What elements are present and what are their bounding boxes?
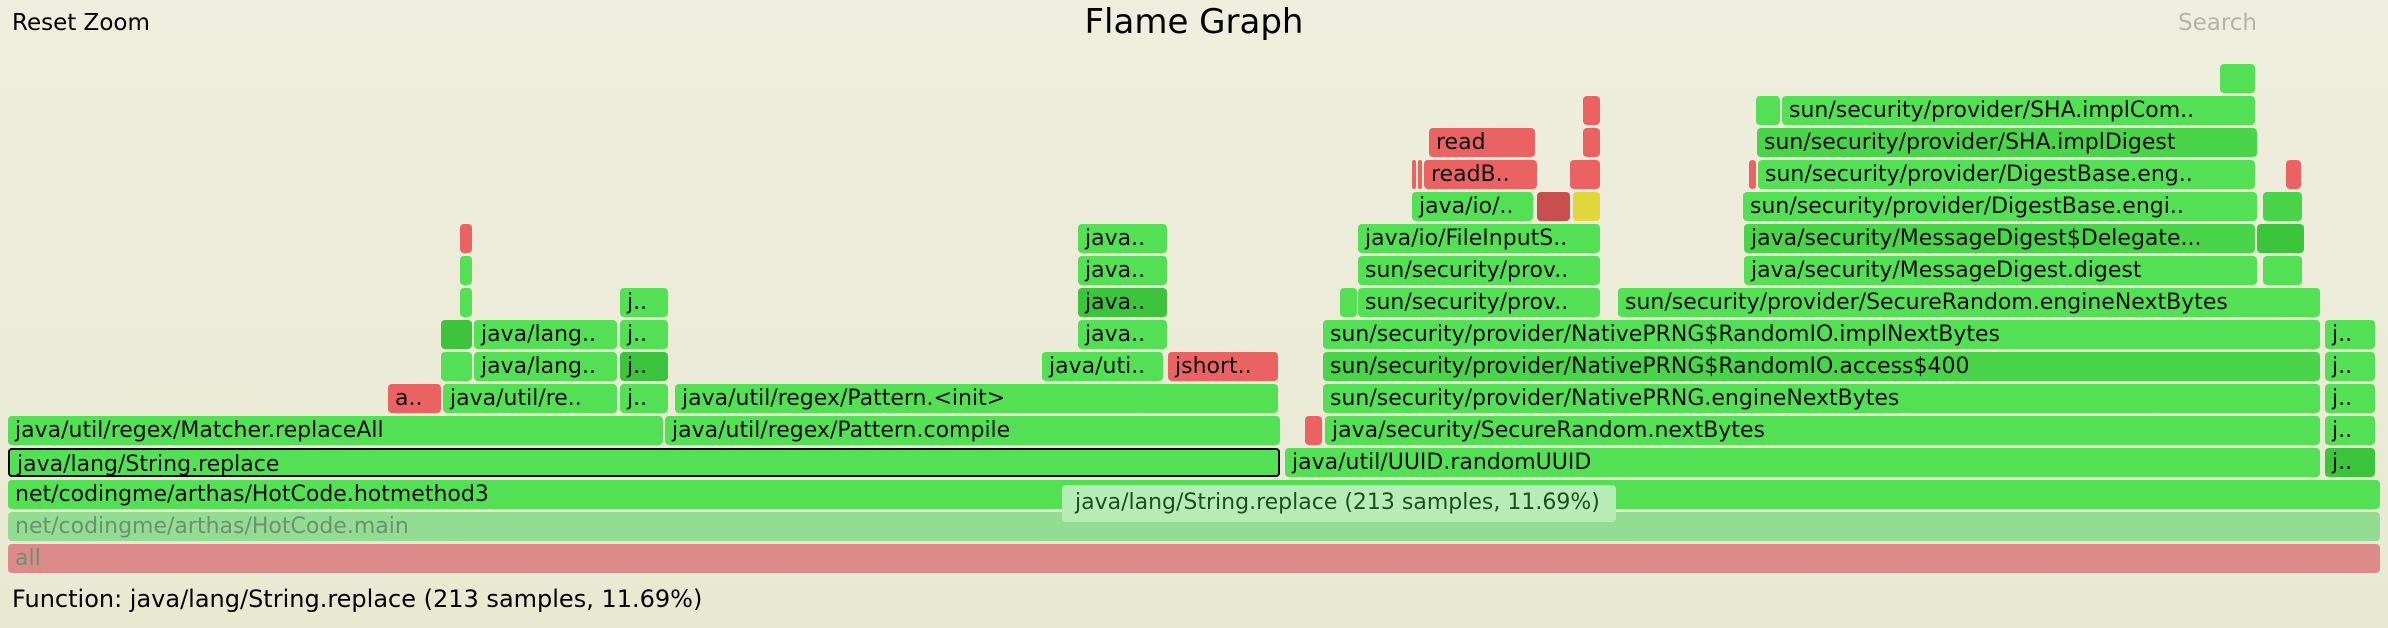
frame-bar[interactable]: [2220, 64, 2255, 93]
frame-bar[interactable]: java/util/UUID.randomUUID: [1285, 448, 2320, 477]
frame-bar[interactable]: [460, 288, 472, 317]
frame-bar[interactable]: [1418, 160, 1422, 189]
frame-bar[interactable]: [1305, 416, 1322, 445]
frame-bar[interactable]: j..: [620, 384, 668, 413]
frame-bar[interactable]: readB..: [1424, 160, 1537, 189]
frame-bar[interactable]: java..: [1078, 320, 1167, 349]
frame-bar[interactable]: java/lang..: [474, 352, 617, 381]
frame-bar[interactable]: j..: [2325, 416, 2375, 445]
frame-bar[interactable]: java/util/regex/Pattern.<init>: [675, 384, 1278, 413]
frame-bar[interactable]: [460, 224, 472, 253]
frame-bar[interactable]: sun/security/provider/NativePRNG$RandomI…: [1323, 320, 2320, 349]
frame-bar[interactable]: [1583, 96, 1600, 125]
frame-bar[interactable]: j..: [2325, 352, 2375, 381]
reset-zoom-button[interactable]: Reset Zoom: [12, 10, 150, 36]
frame-bar[interactable]: j..: [620, 288, 668, 317]
frame-bar[interactable]: all: [8, 544, 2380, 573]
frame-bar[interactable]: j..: [2325, 320, 2375, 349]
frame-bar[interactable]: java/io/..: [1412, 192, 1533, 221]
frame-bar[interactable]: [2263, 256, 2302, 285]
frame-bar[interactable]: [2263, 192, 2302, 221]
frame-tooltip: java/lang/String.replace (213 samples, 1…: [1062, 485, 1616, 522]
frame-bar[interactable]: java..: [1078, 224, 1167, 253]
frame-bar[interactable]: sun/security/provider/DigestBase.engi..: [1743, 192, 2257, 221]
frame-bar[interactable]: sun/security/prov..: [1358, 256, 1600, 285]
frame-bar[interactable]: j..: [620, 352, 668, 381]
frame-bar[interactable]: [1573, 192, 1600, 221]
frame-bar[interactable]: [2257, 224, 2304, 253]
frame-bar[interactable]: [1537, 192, 1570, 221]
frame-bar[interactable]: a..: [388, 384, 441, 413]
frame-bar[interactable]: java/lang..: [474, 320, 617, 349]
frame-bar[interactable]: java..: [1078, 288, 1167, 317]
frame-bar[interactable]: java/util/re..: [443, 384, 617, 413]
frame-bar[interactable]: [1756, 96, 1780, 125]
frame-bar[interactable]: [1340, 288, 1357, 317]
page-title: Flame Graph: [1084, 2, 1304, 42]
frame-bar[interactable]: [1412, 160, 1416, 189]
frame-bar[interactable]: [1583, 128, 1600, 157]
frame-bar[interactable]: sun/security/prov..: [1358, 288, 1600, 317]
frame-bar[interactable]: java/security/MessageDigest.digest: [1744, 256, 2257, 285]
frame-bar[interactable]: [460, 256, 472, 285]
frame-bar[interactable]: sun/security/provider/DigestBase.eng..: [1758, 160, 2255, 189]
frame-bar[interactable]: sun/security/provider/SecureRandom.engin…: [1618, 288, 2320, 317]
frame-bar[interactable]: read: [1429, 128, 1535, 157]
function-details-status: Function: java/lang/String.replace (213 …: [12, 585, 703, 613]
frame-bar[interactable]: j..: [620, 320, 668, 349]
frame-bar[interactable]: net/codingme/arthas/HotCode.hotmethod3: [8, 480, 2380, 509]
frame-bar[interactable]: java/security/SecureRandom.nextBytes: [1325, 416, 2320, 445]
frame-bar[interactable]: j..: [2325, 384, 2375, 413]
frame-bar[interactable]: java/security/MessageDigest$Delegate...: [1744, 224, 2255, 253]
frame-bar[interactable]: java/util/regex/Pattern.compile: [665, 416, 1280, 445]
search-button[interactable]: Search: [2177, 10, 2257, 36]
frame-bar[interactable]: sun/security/provider/SHA.implDigest: [1757, 128, 2257, 157]
frame-bar[interactable]: [1570, 160, 1600, 189]
frame-bar[interactable]: [1749, 160, 1756, 189]
frame-bar[interactable]: java/lang/String.replace: [8, 448, 1280, 477]
frame-bar[interactable]: sun/security/provider/SHA.implCom..: [1782, 96, 2255, 125]
frame-bar[interactable]: java/util/regex/Matcher.replaceAll: [8, 416, 663, 445]
frame-bar[interactable]: java..: [1078, 256, 1167, 285]
frame-bar[interactable]: [441, 352, 472, 381]
frame-bar[interactable]: sun/security/provider/NativePRNG$RandomI…: [1323, 352, 2320, 381]
frame-bar[interactable]: jshort..: [1168, 352, 1278, 381]
frame-bar[interactable]: [2286, 160, 2301, 189]
frame-bar[interactable]: sun/security/provider/NativePRNG.engineN…: [1323, 384, 2320, 413]
frame-bar[interactable]: java/uti..: [1042, 352, 1163, 381]
frame-bar[interactable]: java/io/FileInputS..: [1358, 224, 1600, 253]
frame-bar[interactable]: j..: [2325, 448, 2375, 477]
frame-bar[interactable]: [441, 320, 472, 349]
